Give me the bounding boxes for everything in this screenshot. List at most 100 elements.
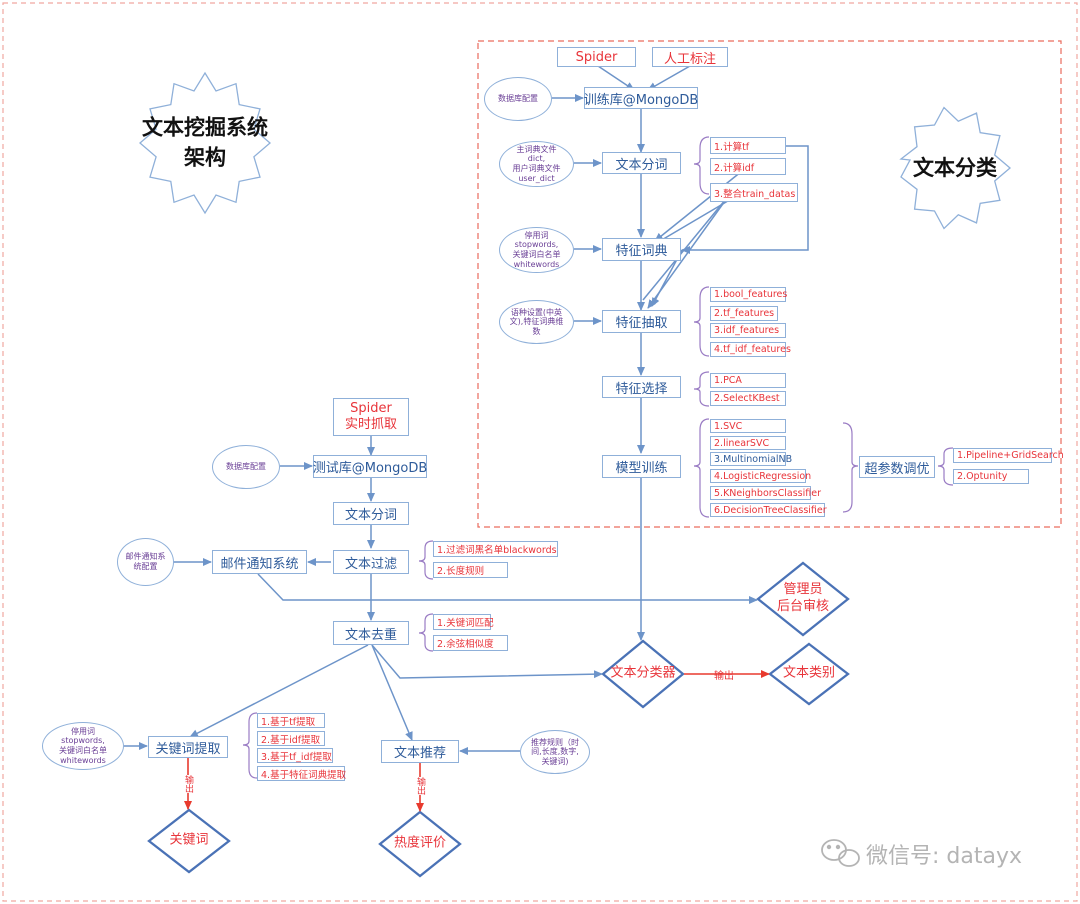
ellipse-text: dict, bbox=[527, 154, 546, 164]
seg-item-1: 1.计算tf bbox=[710, 137, 786, 154]
seg-item-3: 3.整合train_datas bbox=[710, 183, 798, 202]
star-line: 架构 bbox=[184, 146, 226, 170]
test-seg-box: 文本分词 bbox=[333, 502, 409, 525]
model-item-1: 1.SVC bbox=[710, 419, 786, 433]
train-seg-box: 文本分词 bbox=[602, 152, 681, 174]
star-title-classify: 文本分类 bbox=[913, 155, 997, 180]
test-db-config-ellipse: 数据库配置 bbox=[212, 445, 280, 489]
ellipse-text: 数 bbox=[532, 326, 541, 336]
ellipse-text: stopwords, bbox=[514, 240, 559, 250]
train-db-box: 训练库@MongoDB bbox=[584, 87, 698, 109]
ellipse-text: 主词典文件 bbox=[516, 144, 557, 154]
diamond-category bbox=[768, 642, 850, 706]
model-item-5: 5.KNeighborsClassifier bbox=[710, 486, 821, 500]
ellipse-text: 停用词 bbox=[71, 726, 95, 736]
ellipse-text: 关键词) bbox=[541, 756, 569, 766]
ellipse-text: 数据库配置 bbox=[498, 94, 538, 104]
diamond-hot bbox=[378, 810, 462, 878]
realtime-spider-box: Spider 实时抓取 bbox=[333, 398, 409, 436]
feature-dict-box: 特征词典 bbox=[602, 238, 681, 261]
feat-item-4: 4.tf_idf_features bbox=[710, 342, 791, 357]
diamond-line: 管理员 bbox=[783, 582, 823, 598]
star-line: 文本挖掘系统 bbox=[142, 115, 268, 140]
kw-item-3: 3.基于tf_idf提取 bbox=[257, 748, 333, 763]
ellipse-text: 用户词典文件 bbox=[512, 164, 561, 173]
star-system bbox=[139, 71, 271, 215]
test-db-box: 测试库@MongoDB bbox=[313, 455, 427, 478]
text-recommend-box: 文本推荐 bbox=[381, 740, 459, 763]
hyper-item-1: 1.Pipeline+GridSearch bbox=[953, 448, 1064, 463]
diamond-admin bbox=[756, 561, 850, 637]
rec-rule-ellipse: 推荐规则（时间,长度,数字,关键词) bbox=[520, 730, 590, 774]
ellipse-text: 间,长度,数字, bbox=[531, 747, 579, 757]
model-train-box: 模型训练 bbox=[602, 455, 681, 478]
ellipse-text: 关键词白名单 bbox=[59, 746, 107, 755]
kw-item-4: 4.基于特征词典提取 bbox=[257, 766, 346, 781]
feature-extract-box: 特征抽取 bbox=[602, 310, 681, 333]
feat-item-1: 1.bool_features bbox=[710, 287, 787, 302]
select-item-1: 1.PCA bbox=[710, 373, 786, 388]
output-label: 输出 bbox=[714, 671, 734, 682]
ellipse-text: stopwords, bbox=[61, 736, 105, 746]
select-item-2: 2.SelectKBest bbox=[710, 391, 786, 406]
kw-item-1: 1.基于tf提取 bbox=[257, 713, 325, 728]
model-item-4: 4.LogisticRegression bbox=[710, 469, 811, 483]
ellipse-text: 统配置 bbox=[133, 562, 158, 571]
classification-frame bbox=[477, 40, 1062, 528]
text-dedup-box: 文本去重 bbox=[333, 621, 409, 645]
diamond-classifier bbox=[601, 639, 685, 709]
filter-item-1: 1.过滤词黑名单blackwords bbox=[433, 541, 558, 557]
hot-output-label: 输出 bbox=[414, 777, 427, 795]
feat-item-2: 2.tf_features bbox=[710, 306, 778, 321]
diamond-line: 后台审核 bbox=[776, 599, 830, 614]
kw-output-label: 输出 bbox=[182, 775, 195, 793]
ellipse-text: 数据库配置 bbox=[226, 462, 266, 472]
box-line: Spider bbox=[350, 400, 392, 416]
ellipse-text: 邮件通知系 bbox=[125, 552, 166, 562]
model-item-2: 2.linearSVC bbox=[710, 436, 786, 450]
star-classify bbox=[899, 106, 1012, 230]
watermark-text: 微信号: datayx bbox=[866, 844, 1022, 869]
db-config-ellipse: 数据库配置 bbox=[484, 77, 552, 121]
wechat-icon bbox=[821, 839, 860, 867]
mail-config-ellipse: 邮件通知系统配置 bbox=[117, 538, 174, 586]
dedup-item-1: 1.关键词匹配 bbox=[433, 614, 494, 630]
model-item-3: 3.MultinomialNB bbox=[710, 452, 792, 466]
category-label: 文本类别 bbox=[782, 665, 836, 681]
admin-review-label: 管理员 后台审核 bbox=[777, 582, 829, 616]
model-item-6: 6.DecisionTreeClassifier bbox=[710, 503, 827, 517]
dedup-item-2: 2.余弦相似度 bbox=[433, 635, 508, 651]
star-title-system: 文本挖掘系统 架构 bbox=[142, 113, 268, 174]
seg-item-2: 2.计算idf bbox=[710, 158, 786, 175]
mail-system-box: 邮件通知系统 bbox=[212, 550, 307, 574]
keyword-label: 关键词 bbox=[169, 832, 209, 848]
feature-select-box: 特征选择 bbox=[602, 376, 681, 398]
ellipse-text: whitewords bbox=[513, 259, 560, 269]
manual-label-box: 人工标注 bbox=[652, 47, 728, 67]
spider-source-box: Spider bbox=[557, 47, 636, 67]
ellipse-text: 文),特征词典维 bbox=[509, 317, 564, 327]
hyperparam-box: 超参数调优 bbox=[859, 456, 935, 478]
box-line: 实时抓取 bbox=[344, 417, 397, 432]
ellipse-text: 语种设置(中英 bbox=[510, 307, 563, 317]
lang-setting-ellipse: 语种设置(中英文),特征词典维数 bbox=[499, 300, 574, 344]
ellipse-text: 停用词 bbox=[524, 230, 549, 240]
ellipse-text: 关键词白名单 bbox=[512, 250, 561, 259]
keyword-extract-box: 关键词提取 bbox=[148, 736, 228, 758]
filter-item-2: 2.长度规则 bbox=[433, 562, 508, 578]
ellipse-text: whitewords bbox=[60, 755, 106, 765]
diamond-keyword bbox=[147, 808, 231, 874]
ellipse-text: 推荐规则（时 bbox=[531, 737, 579, 747]
ellipse-text: user_dict bbox=[518, 173, 555, 183]
classifier-label: 文本分类器 bbox=[610, 665, 676, 681]
hyper-item-2: 2.Optunity bbox=[953, 469, 1029, 484]
kw-item-2: 2.基于idf提取 bbox=[257, 731, 325, 746]
text-filter-box: 文本过滤 bbox=[333, 550, 409, 574]
feat-item-3: 3.idf_features bbox=[710, 323, 786, 338]
hot-eval-label: 热度评价 bbox=[393, 835, 447, 851]
